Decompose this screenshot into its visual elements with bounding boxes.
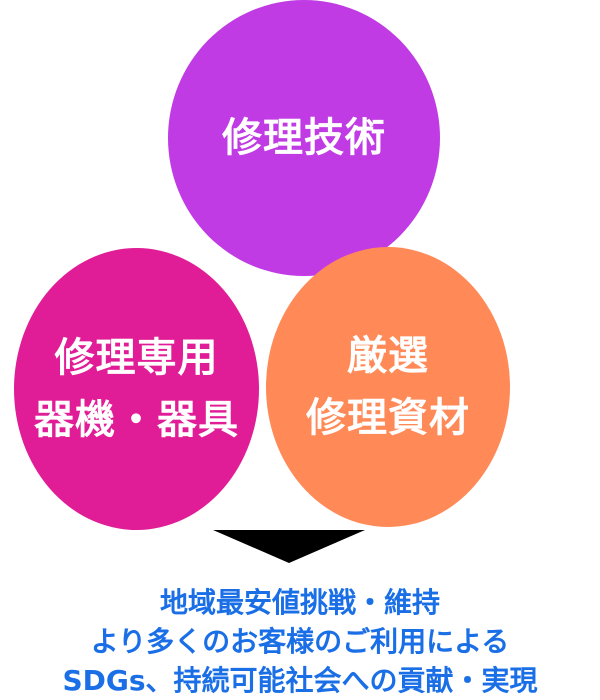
circle-repair-equipment: 修理専用 器機・器具 [14,248,259,530]
circle-label: 修理資材 [306,395,470,441]
result-line: SDGs、持続可能社会への貢献・実現 [62,664,538,697]
down-triangle-arrow-icon [213,530,365,563]
circle-label: 器機・器具 [34,397,239,443]
circle-label: 修理専用 [54,335,219,381]
circle-repair-technique: 修理技術 [168,0,440,276]
circle-label: 修理技術 [222,115,386,161]
result-line: 地域最安値挑戦・維持 [159,586,440,619]
circle-repair-materials: 厳選 修理資材 [266,247,510,527]
result-text: 地域最安値挑戦・維持 より多くのお客様のご利用による SDGs、持続可能社会への… [0,583,600,700]
circle-label: 厳選 [347,333,429,379]
result-line: より多くのお客様のご利用による [90,625,510,658]
